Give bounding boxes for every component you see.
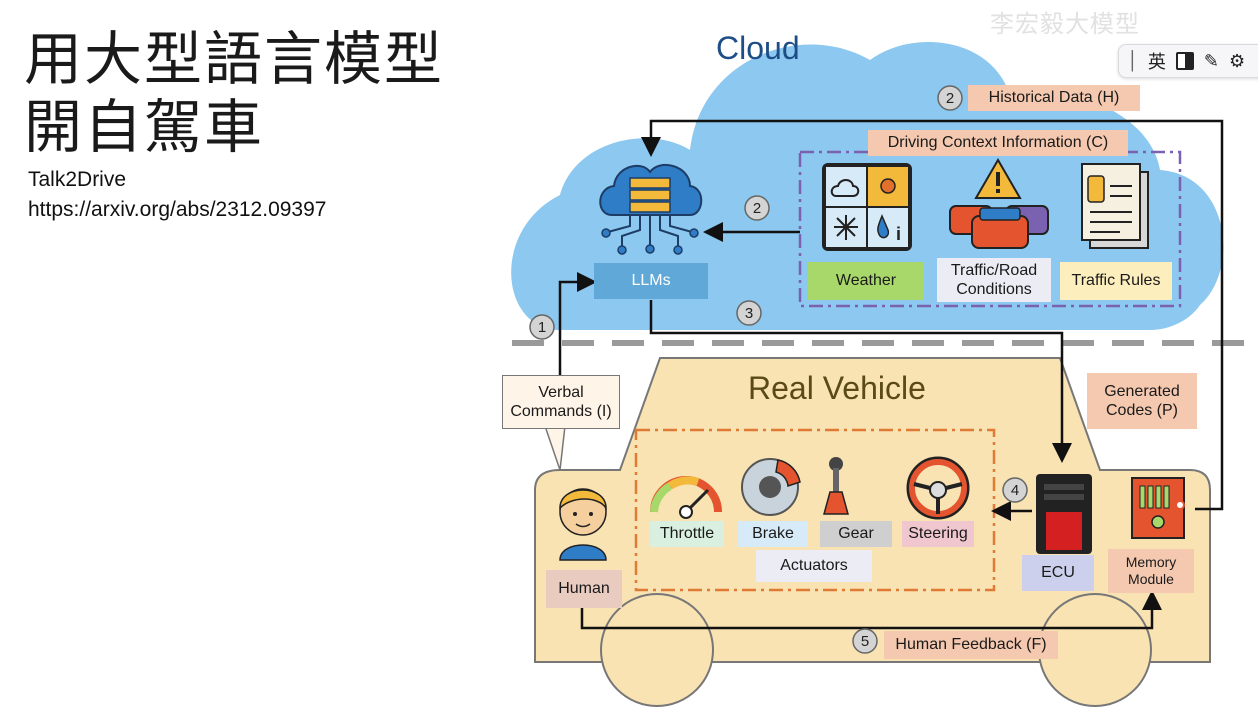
gear-lever-icon	[823, 457, 849, 515]
step-4-circle	[1002, 477, 1028, 503]
cloud-title: Cloud	[716, 30, 800, 66]
arrow-llm-to-ecu	[649, 300, 1072, 463]
slide-title-line1: 用大型語言模型	[24, 25, 445, 93]
arrow-human-feedback	[580, 590, 1162, 630]
steering-label: Steering	[902, 521, 974, 547]
generated-codes-label: Generated Codes (P)	[1087, 373, 1197, 429]
speech-bubble-pointer	[543, 425, 566, 471]
human-feedback-label: Human Feedback (F)	[884, 631, 1058, 659]
vehicle-title: Real Vehicle	[748, 370, 926, 406]
gear-label: Gear	[820, 521, 892, 547]
step-2-context-number: 2	[753, 200, 761, 217]
arrow-historical-data	[641, 119, 1224, 511]
weather-label: Weather	[808, 262, 924, 300]
human-label: Human	[546, 570, 622, 608]
step-2-history-number: 2	[946, 90, 954, 107]
source-name: Talk2Drive	[28, 168, 127, 191]
weather-icon-info-glyph: i	[896, 224, 901, 244]
source-url[interactable]: https://arxiv.org/abs/2312.09397	[28, 198, 327, 221]
step-5-number: 5	[861, 633, 869, 650]
step-1-circle	[529, 314, 555, 340]
pen-icon[interactable]: ✎	[1203, 50, 1219, 72]
llms-box: LLMs	[594, 263, 708, 299]
ime-toolbar[interactable]: │ 英 ✎ ⚙	[1118, 44, 1258, 78]
llm-server-icon	[599, 163, 703, 255]
ime-handle-icon[interactable]: │	[1127, 50, 1138, 72]
brake-label: Brake	[738, 521, 808, 547]
half-full-width-icon[interactable]	[1175, 52, 1194, 70]
ime-mode-toggle[interactable]: 英	[1147, 52, 1166, 73]
throttle-label: Throttle	[650, 521, 724, 547]
traffic-rules-label: Traffic Rules	[1060, 262, 1172, 300]
actuators-label: Actuators	[756, 550, 872, 582]
driving-context-label: Driving Context Information (C)	[868, 130, 1128, 156]
step-3-circle	[736, 300, 762, 326]
arrow-human-to-llm	[558, 272, 597, 375]
step-4-number: 4	[1011, 482, 1019, 499]
traffic-rules-icon	[1081, 163, 1149, 249]
verbal-commands-bubble: Verbal Commands (I)	[502, 375, 620, 429]
slide-title-line2: 開自駕車	[24, 93, 265, 161]
step-3-number: 3	[745, 305, 753, 322]
gear-icon[interactable]: ⚙	[1228, 50, 1246, 72]
brake-disc-icon	[741, 458, 801, 516]
memory-module-label: Memory Module	[1108, 549, 1194, 593]
watermark: 李宏毅大模型	[990, 10, 1140, 38]
step-5-circle	[852, 628, 878, 654]
ecu-label: ECU	[1022, 555, 1094, 591]
memory-module-icon	[1131, 477, 1185, 539]
throttle-gauge-icon	[650, 476, 722, 519]
human-avatar-icon	[559, 488, 607, 561]
step-2-context-circle	[744, 195, 770, 221]
historical-data-label: Historical Data (H)	[968, 85, 1140, 111]
weather-icon: i	[822, 163, 912, 251]
step-1-number: 1	[538, 319, 546, 336]
step-2-history-circle	[937, 85, 963, 111]
traffic-road-label: Traffic/Road Conditions	[937, 258, 1051, 302]
steering-wheel-icon	[906, 456, 970, 520]
ecu-icon	[1036, 474, 1092, 554]
traffic-icon	[949, 158, 1049, 249]
